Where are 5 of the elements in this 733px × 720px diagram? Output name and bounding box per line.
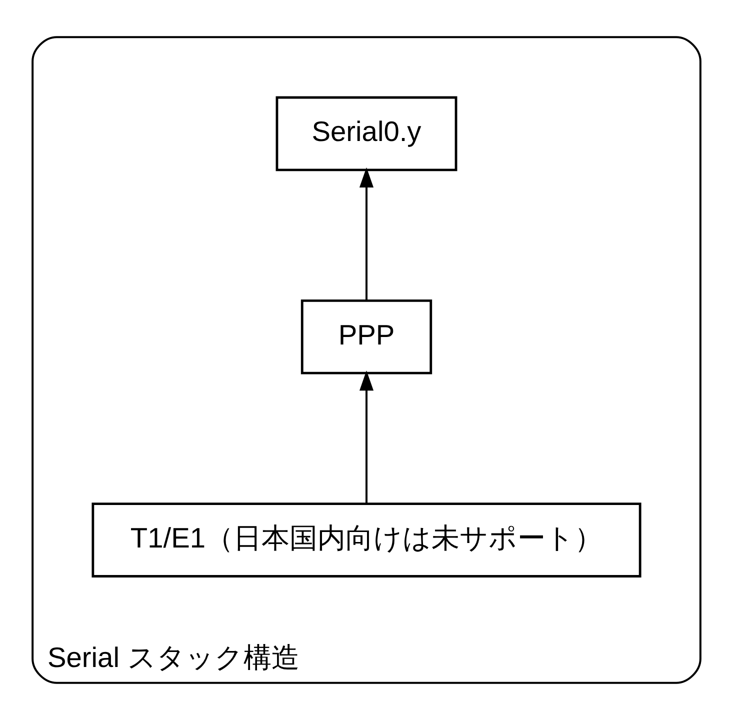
node-box: Serial0.y (276, 96, 458, 172)
arrow (359, 167, 374, 301)
node-box: T1/E1（日本国内向けは未サポート） (92, 502, 642, 578)
arrow (359, 370, 374, 504)
node-box: PPP (300, 299, 432, 374)
